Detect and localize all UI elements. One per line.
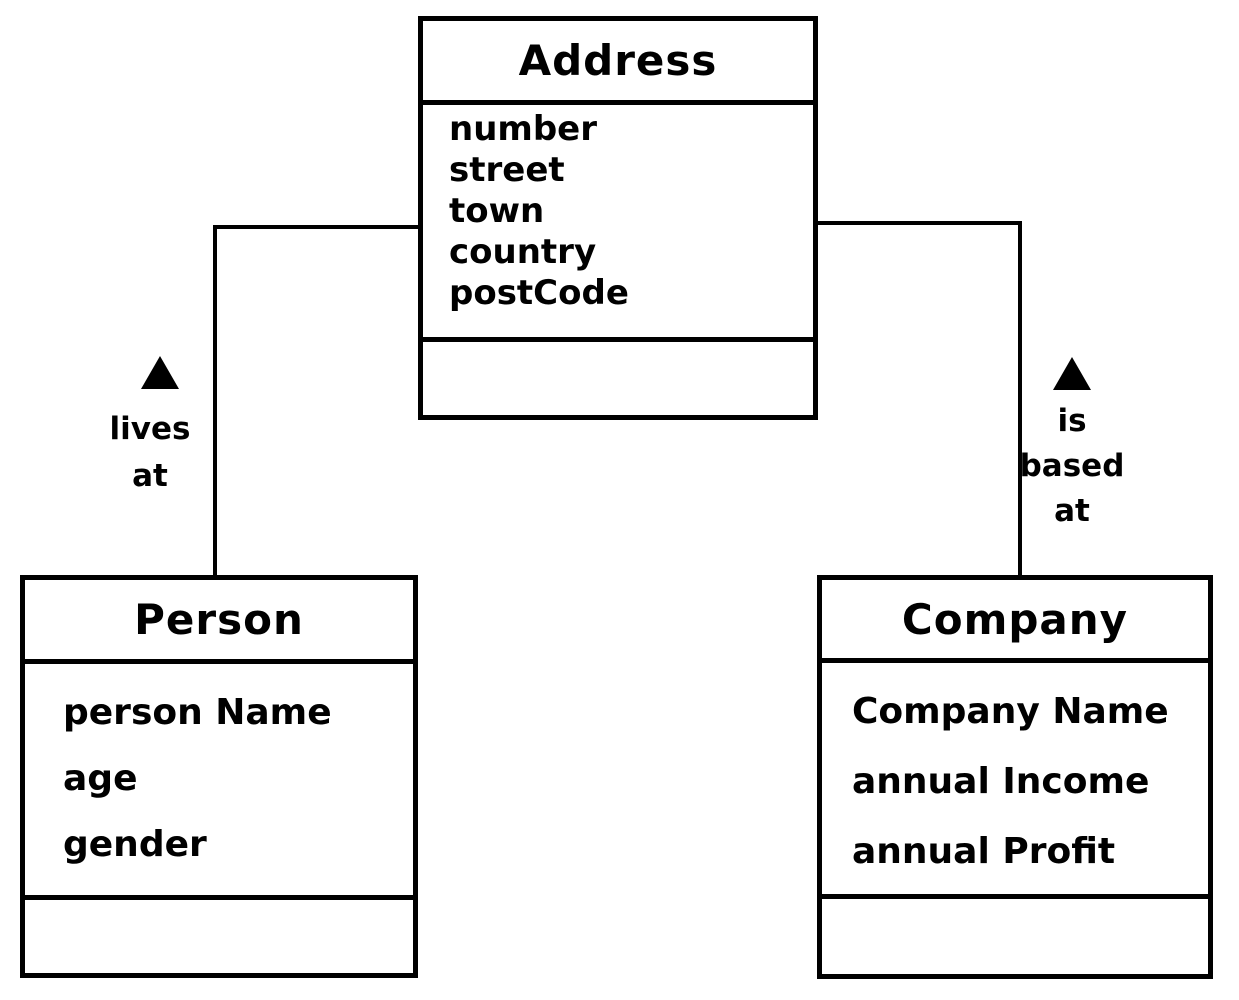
attributes-compartment-address: number street town country postCode [423,105,813,342]
class-box-address: Address number street town country postC… [418,16,818,420]
is-based-at-label: is based at [1019,403,1125,529]
person-address-association-line-horizontal [213,225,418,229]
class-box-person: Person person Name age gender [20,575,418,978]
class-box-company: Company Company Name annual Income annua… [817,575,1213,979]
attribute-item: Company Name [852,691,1169,732]
lives-at-direction-triangle-icon [141,356,179,389]
is-based-at-direction-triangle-icon [1053,357,1091,390]
attribute-item: street [449,150,565,190]
attributes-compartment-company: Company Name annual Income annual Profit [822,663,1208,899]
attribute-item: age [63,758,138,799]
company-address-association-line-horizontal [817,221,1022,225]
attribute-item: gender [63,824,207,865]
attribute-item: annual Profit [852,831,1116,872]
methods-compartment-address [423,342,813,415]
class-title-address: Address [423,21,813,105]
methods-compartment-person [25,900,413,973]
class-title-person: Person [25,580,413,664]
class-title-company: Company [822,580,1208,663]
methods-compartment-company [822,899,1208,974]
attribute-item: person Name [63,692,332,733]
company-address-association-line-vertical [1018,221,1022,575]
lives-at-label: lives at [109,411,191,494]
attributes-compartment-person: person Name age gender [25,664,413,900]
attribute-item: country [449,232,597,272]
attribute-item: number [449,109,598,149]
attribute-item: town [449,191,545,231]
person-address-association-line-vertical [213,227,217,575]
attribute-item: annual Income [852,761,1150,802]
attribute-item: postCode [449,273,629,313]
